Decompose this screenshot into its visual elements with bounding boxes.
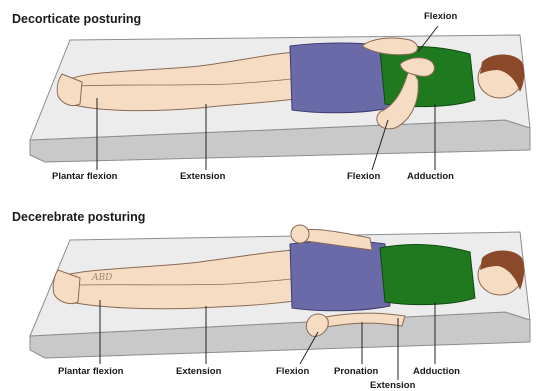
decorticate-panel	[30, 35, 530, 162]
label-flexion-2: Flexion	[276, 366, 309, 377]
shorts-2	[290, 241, 390, 311]
label-adduction-2: Adduction	[413, 366, 460, 377]
tattoo-text: ABD	[91, 273, 112, 283]
decerebrate-title: Decerebrate posturing	[12, 210, 145, 224]
label-extension-1: Extension	[180, 171, 225, 182]
shirt-2	[380, 245, 475, 305]
label-plantar-flexion-1: Plantar flexion	[52, 171, 117, 182]
label-flexion-top: Flexion	[424, 11, 457, 22]
label-extension-below: Extension	[370, 380, 415, 391]
shirt-1	[380, 47, 475, 107]
label-plantar-flexion-2: Plantar flexion	[58, 366, 123, 377]
shorts-1	[290, 43, 390, 113]
decerebrate-panel: ABD	[30, 225, 530, 358]
label-adduction-1: Adduction	[407, 171, 454, 182]
label-flexion-1: Flexion	[347, 171, 380, 182]
decorticate-title: Decorticate posturing	[12, 12, 141, 26]
label-extension-2: Extension	[176, 366, 221, 377]
label-pronation-2: Pronation	[334, 366, 378, 377]
